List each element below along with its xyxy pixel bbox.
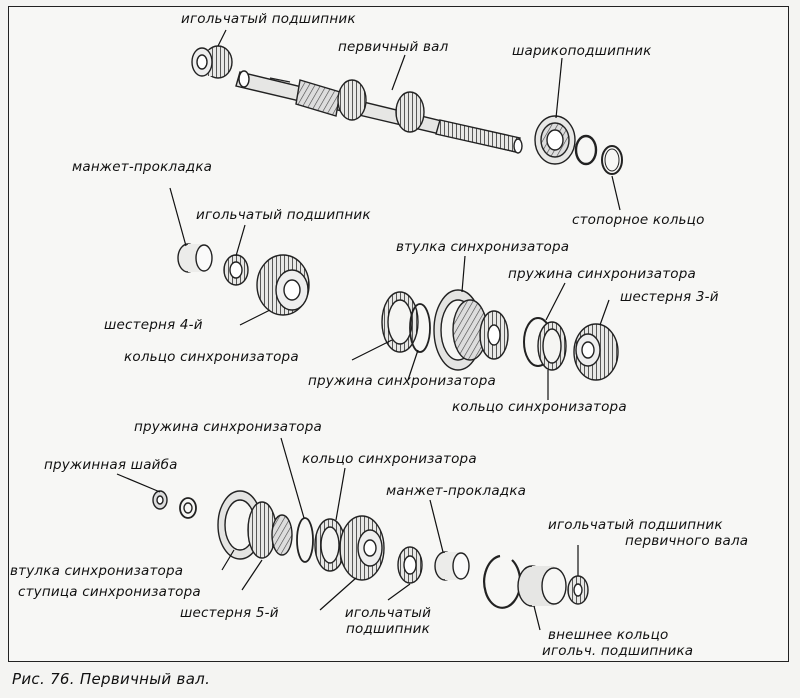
leader-lines bbox=[116, 29, 621, 631]
needle-bearing-top-icon bbox=[191, 45, 233, 79]
seal-gasket-1-icon bbox=[177, 243, 213, 273]
label-needle-bearing-3a: игольчатый bbox=[344, 605, 432, 621]
label-ball-bearing: шарикоподшипник bbox=[512, 43, 652, 59]
label-needle-bearing-top: игольчатый подшипник bbox=[181, 11, 356, 27]
snap-ring-icon bbox=[483, 554, 522, 609]
label-retaining-ring: стопорное кольцо bbox=[572, 212, 705, 228]
sync-spring-3-icon bbox=[296, 517, 314, 563]
label-gear-4: шестерня 4-й bbox=[104, 317, 203, 333]
label-sync-spring-1: пружина синхронизатора bbox=[508, 266, 696, 282]
label-sync-ring-3: кольцо синхронизатора bbox=[302, 451, 477, 467]
gear-5-icon bbox=[339, 515, 385, 581]
needle-bearing-3-icon bbox=[397, 546, 423, 584]
input-shaft-icon bbox=[235, 70, 523, 154]
label-needle-bearing-shaft-1: игольчатый подшипник bbox=[548, 517, 723, 533]
gear-3-icon bbox=[573, 323, 619, 381]
label-sync-ring-1: кольцо синхронизатора bbox=[124, 349, 299, 365]
label-sync-ring-2: кольцо синхронизатора bbox=[452, 399, 627, 415]
label-outer-race-1: внешнее кольцо bbox=[548, 627, 669, 643]
label-seal-gasket-2: манжет-прокладка bbox=[386, 483, 527, 499]
label-input-shaft: первичный вал bbox=[338, 39, 449, 55]
label-sync-spring-3: пружина синхронизатора bbox=[134, 419, 322, 435]
gear-4-icon bbox=[256, 254, 310, 316]
label-sync-sleeve-1: втулка синхронизатора bbox=[396, 239, 570, 255]
label-needle-bearing-3b: подшипник bbox=[346, 621, 430, 637]
outer-race-icon bbox=[517, 565, 567, 607]
label-gear-5: шестерня 5-й bbox=[180, 605, 279, 621]
needle-bearing-shaft-icon bbox=[567, 575, 589, 605]
label-gear-3: шестерня 3-й bbox=[620, 289, 719, 305]
spring-washer-icon bbox=[152, 490, 197, 519]
ball-bearing-icon bbox=[534, 115, 623, 175]
label-seal-gasket-1: манжет-прокладка bbox=[72, 159, 213, 175]
sync-spring-1-icon bbox=[409, 303, 431, 353]
label-outer-race-2: игольч. подшипника bbox=[542, 643, 694, 659]
sync-hub-1-icon bbox=[479, 310, 509, 360]
needle-bearing-2-icon bbox=[223, 254, 249, 286]
label-sync-spring-2: пружина синхронизатора bbox=[308, 373, 496, 389]
label-needle-bearing-shaft-2: первичного вала bbox=[625, 533, 749, 549]
label-spring-washer: пружинная шайба bbox=[44, 457, 178, 473]
sync-sleeve-2-icon bbox=[217, 490, 277, 560]
label-sync-hub: ступица синхронизатора bbox=[18, 584, 201, 600]
sync-ring-3-icon bbox=[314, 518, 346, 572]
sync-ring-1-icon bbox=[381, 291, 419, 353]
sync-sleeve-1-icon bbox=[433, 289, 488, 371]
figure-caption: Рис. 76. Первичный вал. bbox=[12, 670, 211, 688]
sync-hub-2-icon bbox=[271, 514, 293, 556]
sync-ring-2-icon bbox=[523, 317, 567, 371]
label-sync-sleeve-2: втулка синхронизатора bbox=[10, 563, 184, 579]
label-needle-bearing-2: игольчатый подшипник bbox=[196, 207, 371, 223]
seal-gasket-2-icon bbox=[434, 551, 470, 581]
